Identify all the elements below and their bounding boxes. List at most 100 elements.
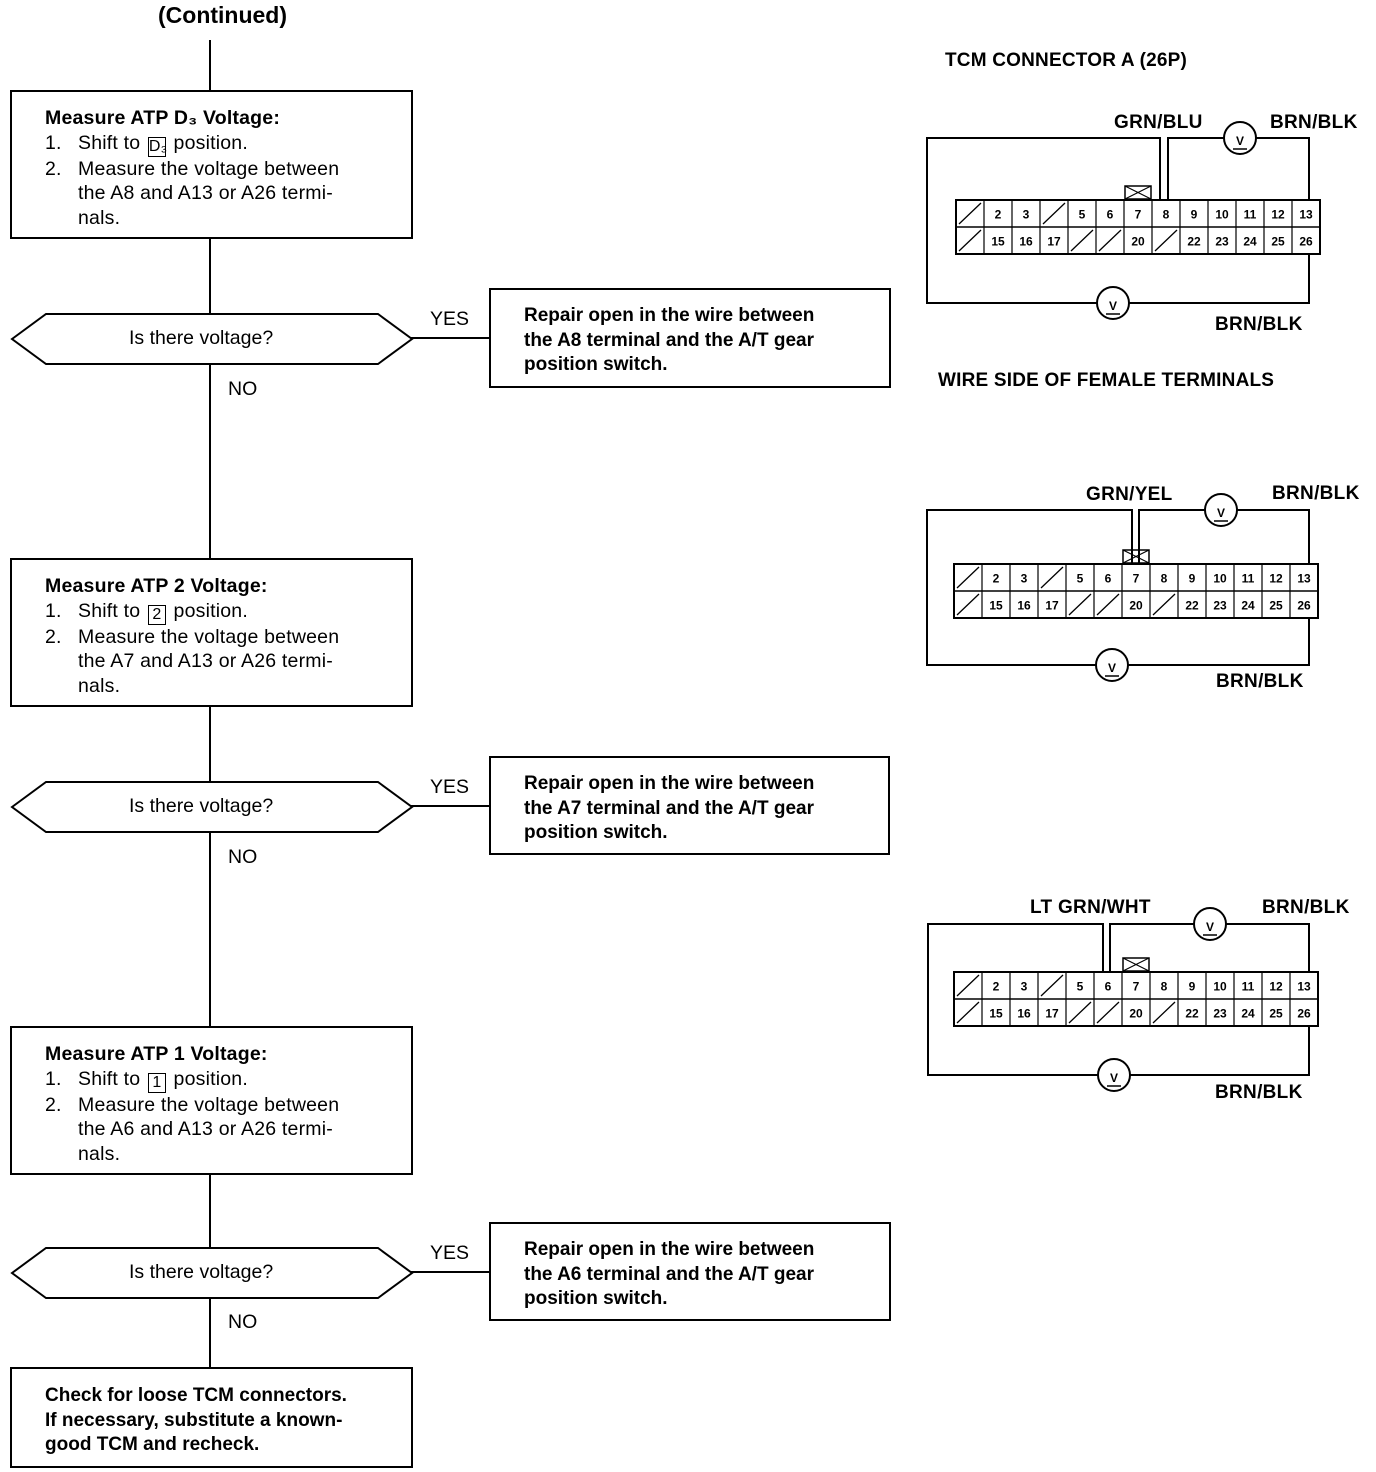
backprobe-mark — [1122, 957, 1150, 972]
flow-connector — [209, 832, 211, 1028]
voltmeter-icon — [1193, 907, 1227, 941]
terminal-number: 16 — [1017, 1007, 1031, 1021]
1-shift-key: 1 — [147, 1072, 166, 1093]
voltmeter-icon — [1095, 648, 1129, 682]
voltmeter-icon — [1097, 1058, 1131, 1092]
voltmeter-symbol: V — [1206, 920, 1214, 934]
empty-cavity-mark — [1040, 566, 1064, 589]
terminal-number: 2 — [993, 980, 1000, 994]
terminal-number: 3 — [1021, 572, 1028, 586]
terminal-number: 12 — [1271, 208, 1285, 222]
terminal-number: 13 — [1297, 572, 1311, 586]
2-shift-key: 2 — [147, 604, 166, 625]
continued-heading: (Continued) — [158, 2, 288, 28]
ground-wire-label-top: BRN/BLK — [1272, 483, 1360, 504]
terminal-number: 23 — [1213, 599, 1227, 613]
terminal-number: 24 — [1243, 235, 1257, 249]
flow-connector — [209, 364, 211, 560]
empty-cavity-mark — [956, 593, 980, 616]
terminal-number: 9 — [1191, 208, 1198, 222]
bottom-meter-lead — [926, 137, 1161, 304]
yes-connector — [410, 337, 490, 339]
terminal-number: 17 — [1045, 599, 1059, 613]
probe-wire-label: LT GRN/WHT — [1030, 897, 1151, 918]
yes-connector — [410, 1271, 490, 1273]
terminal-number: 25 — [1271, 235, 1285, 249]
terminal-number: 26 — [1297, 1007, 1311, 1021]
empty-cavity-mark — [1070, 229, 1094, 252]
flow-connector — [209, 706, 211, 782]
top-meter-lead — [1109, 923, 1194, 971]
connector-header: TCM CONNECTOR A (26P) — [945, 50, 1188, 71]
terminal-number: 9 — [1189, 980, 1196, 994]
repair-box-a8: Repair open in the wire between the A8 t… — [489, 288, 891, 388]
terminal-number: 23 — [1213, 1007, 1227, 1021]
terminal-number: 8 — [1163, 208, 1170, 222]
yes-label: YES — [430, 308, 470, 330]
backprobe-mark-line — [1122, 549, 1150, 564]
terminal-number: 26 — [1299, 235, 1313, 249]
bottom-meter-ground-lead — [1128, 618, 1310, 666]
terminal-number: 16 — [1019, 235, 1033, 249]
empty-cavity-mark — [1098, 229, 1122, 252]
wire-side-label: WIRE SIDE OF FEMALE TERMINALS — [938, 370, 1275, 391]
terminal-number: 17 — [1045, 1007, 1059, 1021]
flow-connector — [209, 1172, 211, 1248]
voltmeter-icon — [1096, 286, 1130, 320]
flow-connector — [209, 40, 211, 92]
terminal-number: 5 — [1077, 572, 1084, 586]
ground-wire-label-bottom: BRN/BLK — [1215, 1082, 1303, 1103]
final-action-box: Check for loose TCM connectors. If neces… — [10, 1367, 413, 1468]
step-box-atp-d3: Measure ATP D₃ Voltage: 1.Shift to D₃ po… — [10, 90, 413, 239]
bottom-meter-lead — [927, 923, 1104, 1076]
terminal-number: 24 — [1241, 1007, 1255, 1021]
decision-label: Is there voltage? — [129, 1261, 274, 1283]
top-meter-lead — [1167, 137, 1224, 199]
terminal-number: 12 — [1269, 980, 1283, 994]
top-meter-lead — [1138, 509, 1205, 563]
voltmeter-symbol: V — [1108, 661, 1116, 675]
empty-cavity-mark — [956, 1001, 980, 1024]
terminal-number: 7 — [1133, 572, 1140, 586]
bottom-meter-ground-lead — [1130, 1026, 1310, 1076]
terminal-number: 6 — [1107, 208, 1114, 222]
bottom-meter-ground-lead — [1129, 254, 1310, 304]
terminal-number: 20 — [1131, 235, 1145, 249]
ground-wire-label-bottom: BRN/BLK — [1216, 671, 1304, 692]
empty-cavity-mark — [1152, 593, 1176, 616]
terminal-number: 11 — [1242, 572, 1255, 586]
empty-cavity-mark — [958, 229, 982, 252]
terminal-number: 20 — [1129, 1007, 1143, 1021]
terminal-number: 15 — [989, 1007, 1003, 1021]
bottom-meter-lead — [926, 509, 1133, 666]
backprobe-mark — [1122, 549, 1150, 564]
terminal-number: 24 — [1241, 599, 1255, 613]
step-box-atp-2: Measure ATP 2 Voltage: 1.Shift to 2 posi… — [10, 558, 413, 707]
connector-body — [953, 563, 1319, 619]
backprobe-mark-line — [1124, 185, 1152, 200]
top-meter-ground-lead — [1256, 137, 1310, 200]
decision-label: Is there voltage? — [129, 327, 274, 349]
terminal-number: 2 — [993, 572, 1000, 586]
terminal-number: 3 — [1021, 980, 1028, 994]
terminal-number: 7 — [1135, 208, 1142, 222]
yes-connector — [410, 805, 490, 807]
decision-label: Is there voltage? — [129, 795, 274, 817]
terminal-number: 12 — [1269, 572, 1283, 586]
empty-cavity-mark — [1042, 202, 1066, 225]
voltmeter-icon — [1223, 121, 1257, 155]
terminal-number: 8 — [1161, 572, 1168, 586]
empty-cavity-mark — [958, 202, 982, 225]
yes-label: YES — [430, 1242, 470, 1264]
terminal-number: 11 — [1242, 980, 1255, 994]
connector-body — [955, 199, 1321, 255]
terminal-number: 13 — [1297, 980, 1311, 994]
step-title: Measure ATP 1 Voltage: — [45, 1043, 268, 1065]
voltmeter-icon — [1204, 493, 1238, 527]
voltmeter-symbol: V — [1109, 299, 1117, 313]
step-title: Measure ATP 2 Voltage: — [45, 575, 268, 597]
repair-box-a6: Repair open in the wire between the A6 t… — [489, 1222, 891, 1321]
no-label: NO — [228, 846, 258, 868]
terminal-number: 15 — [991, 235, 1005, 249]
step-box-atp-1: Measure ATP 1 Voltage: 1.Shift to 1 posi… — [10, 1026, 413, 1175]
